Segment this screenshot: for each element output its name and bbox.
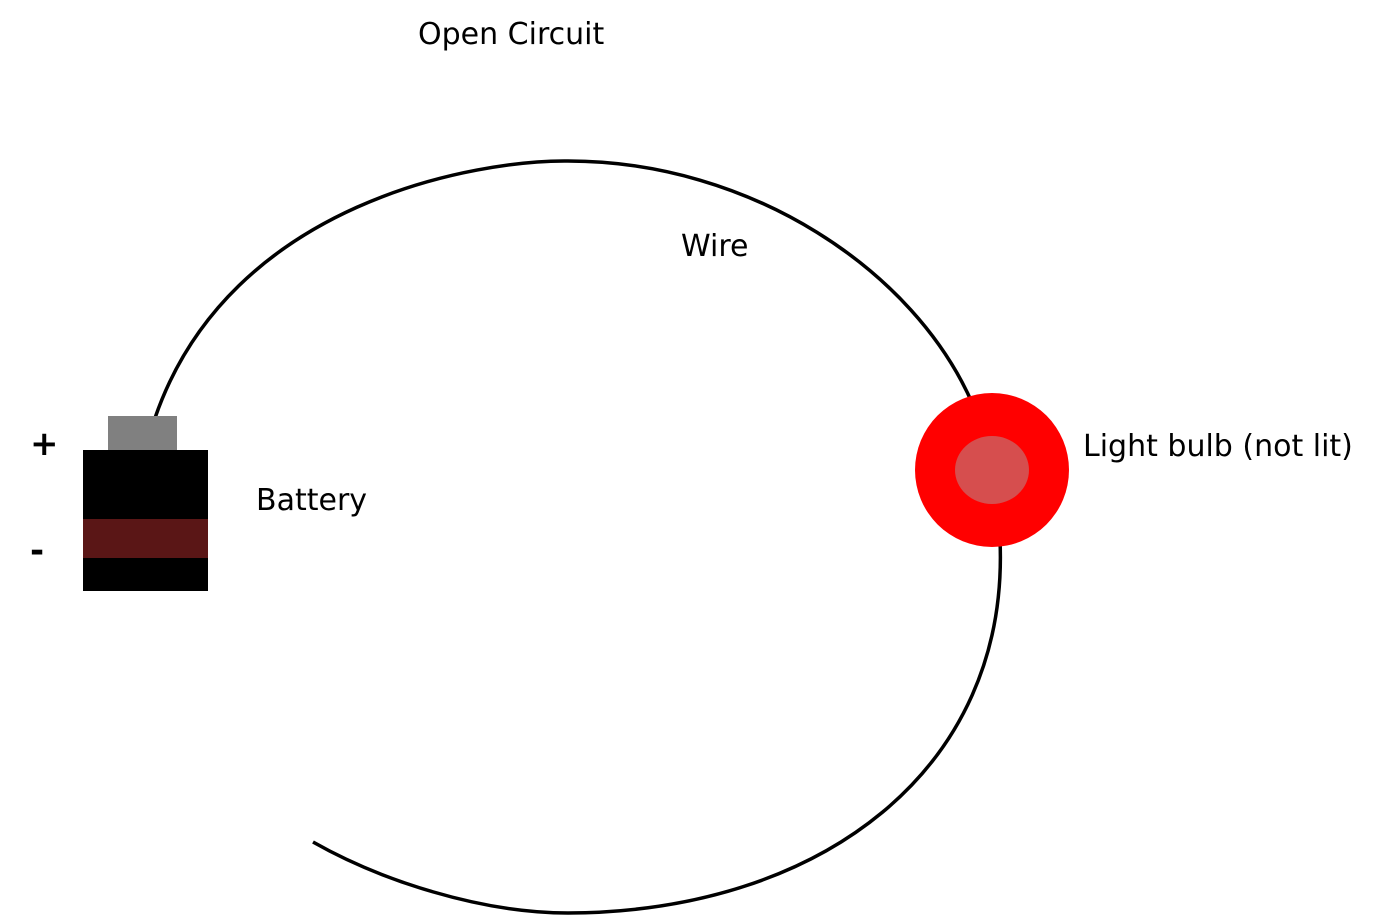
- light-bulb: [915, 393, 1069, 547]
- bulb-inner: [955, 436, 1029, 504]
- positive-terminal-sign: +: [30, 424, 59, 464]
- light-bulb-label: Light bulb (not lit): [1083, 429, 1353, 464]
- battery: [83, 416, 208, 591]
- diagram-title: Open Circuit: [418, 17, 605, 52]
- battery-terminal: [108, 416, 177, 452]
- wire-top-segment: [153, 159, 975, 419]
- battery-band: [83, 519, 208, 558]
- negative-terminal-sign: -: [30, 531, 45, 571]
- wire-bottom-segment: [312, 539, 1003, 915]
- wire-label: Wire: [681, 229, 749, 264]
- battery-label: Battery: [256, 483, 368, 518]
